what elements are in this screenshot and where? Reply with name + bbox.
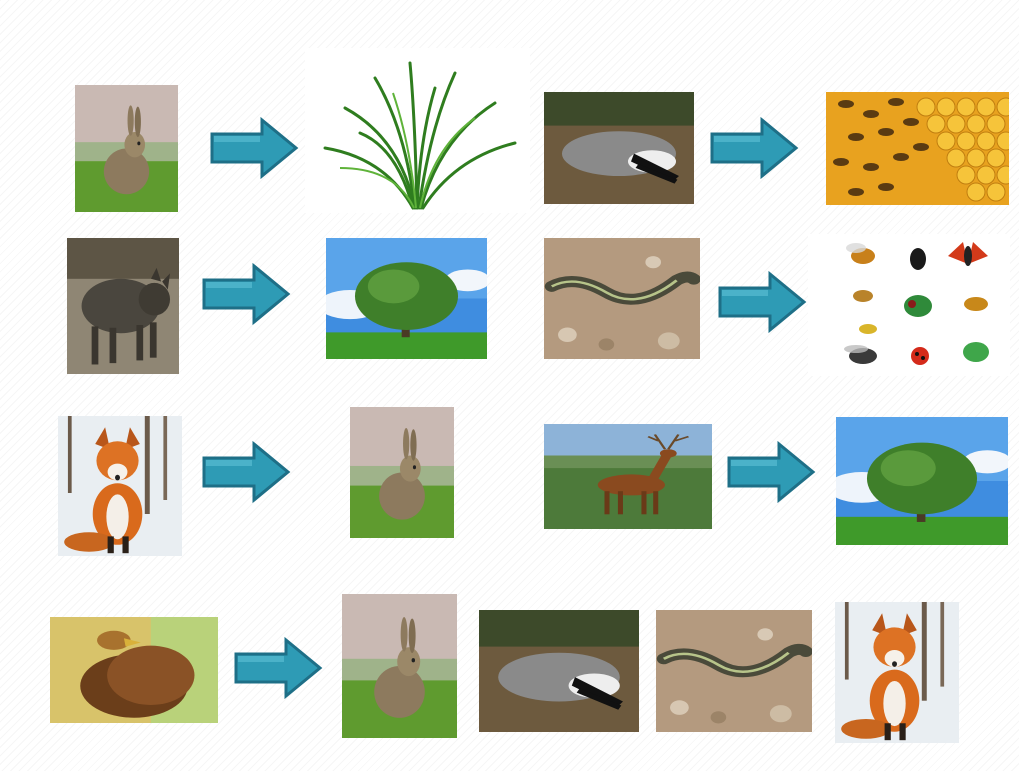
bees-honeycomb-photo bbox=[826, 92, 1009, 205]
rabbit-photo bbox=[75, 85, 178, 212]
right-arrow-icon bbox=[708, 116, 800, 180]
right-arrow-icon bbox=[232, 636, 324, 700]
right-arrow-icon bbox=[716, 270, 808, 334]
red-deer-photo bbox=[544, 424, 712, 529]
lizard-photo bbox=[544, 238, 700, 359]
insects-collage-image bbox=[808, 234, 1010, 376]
golden-eagle-photo bbox=[50, 617, 218, 723]
badger-photo bbox=[544, 92, 694, 204]
right-arrow-icon bbox=[208, 116, 300, 180]
lizard-photo bbox=[656, 610, 812, 732]
fox-photo bbox=[58, 416, 182, 556]
right-arrow-icon bbox=[200, 262, 292, 326]
oak-tree-photo bbox=[326, 238, 487, 359]
oak-tree-photo bbox=[836, 417, 1008, 545]
rabbit-photo bbox=[342, 594, 457, 738]
fox-photo bbox=[835, 602, 959, 743]
grass-tuft-image bbox=[305, 48, 530, 213]
right-arrow-icon bbox=[200, 440, 292, 504]
badger-photo bbox=[479, 610, 639, 732]
rabbit-photo bbox=[350, 407, 454, 538]
right-arrow-icon bbox=[725, 440, 817, 504]
wild-boar-photo bbox=[67, 238, 179, 374]
